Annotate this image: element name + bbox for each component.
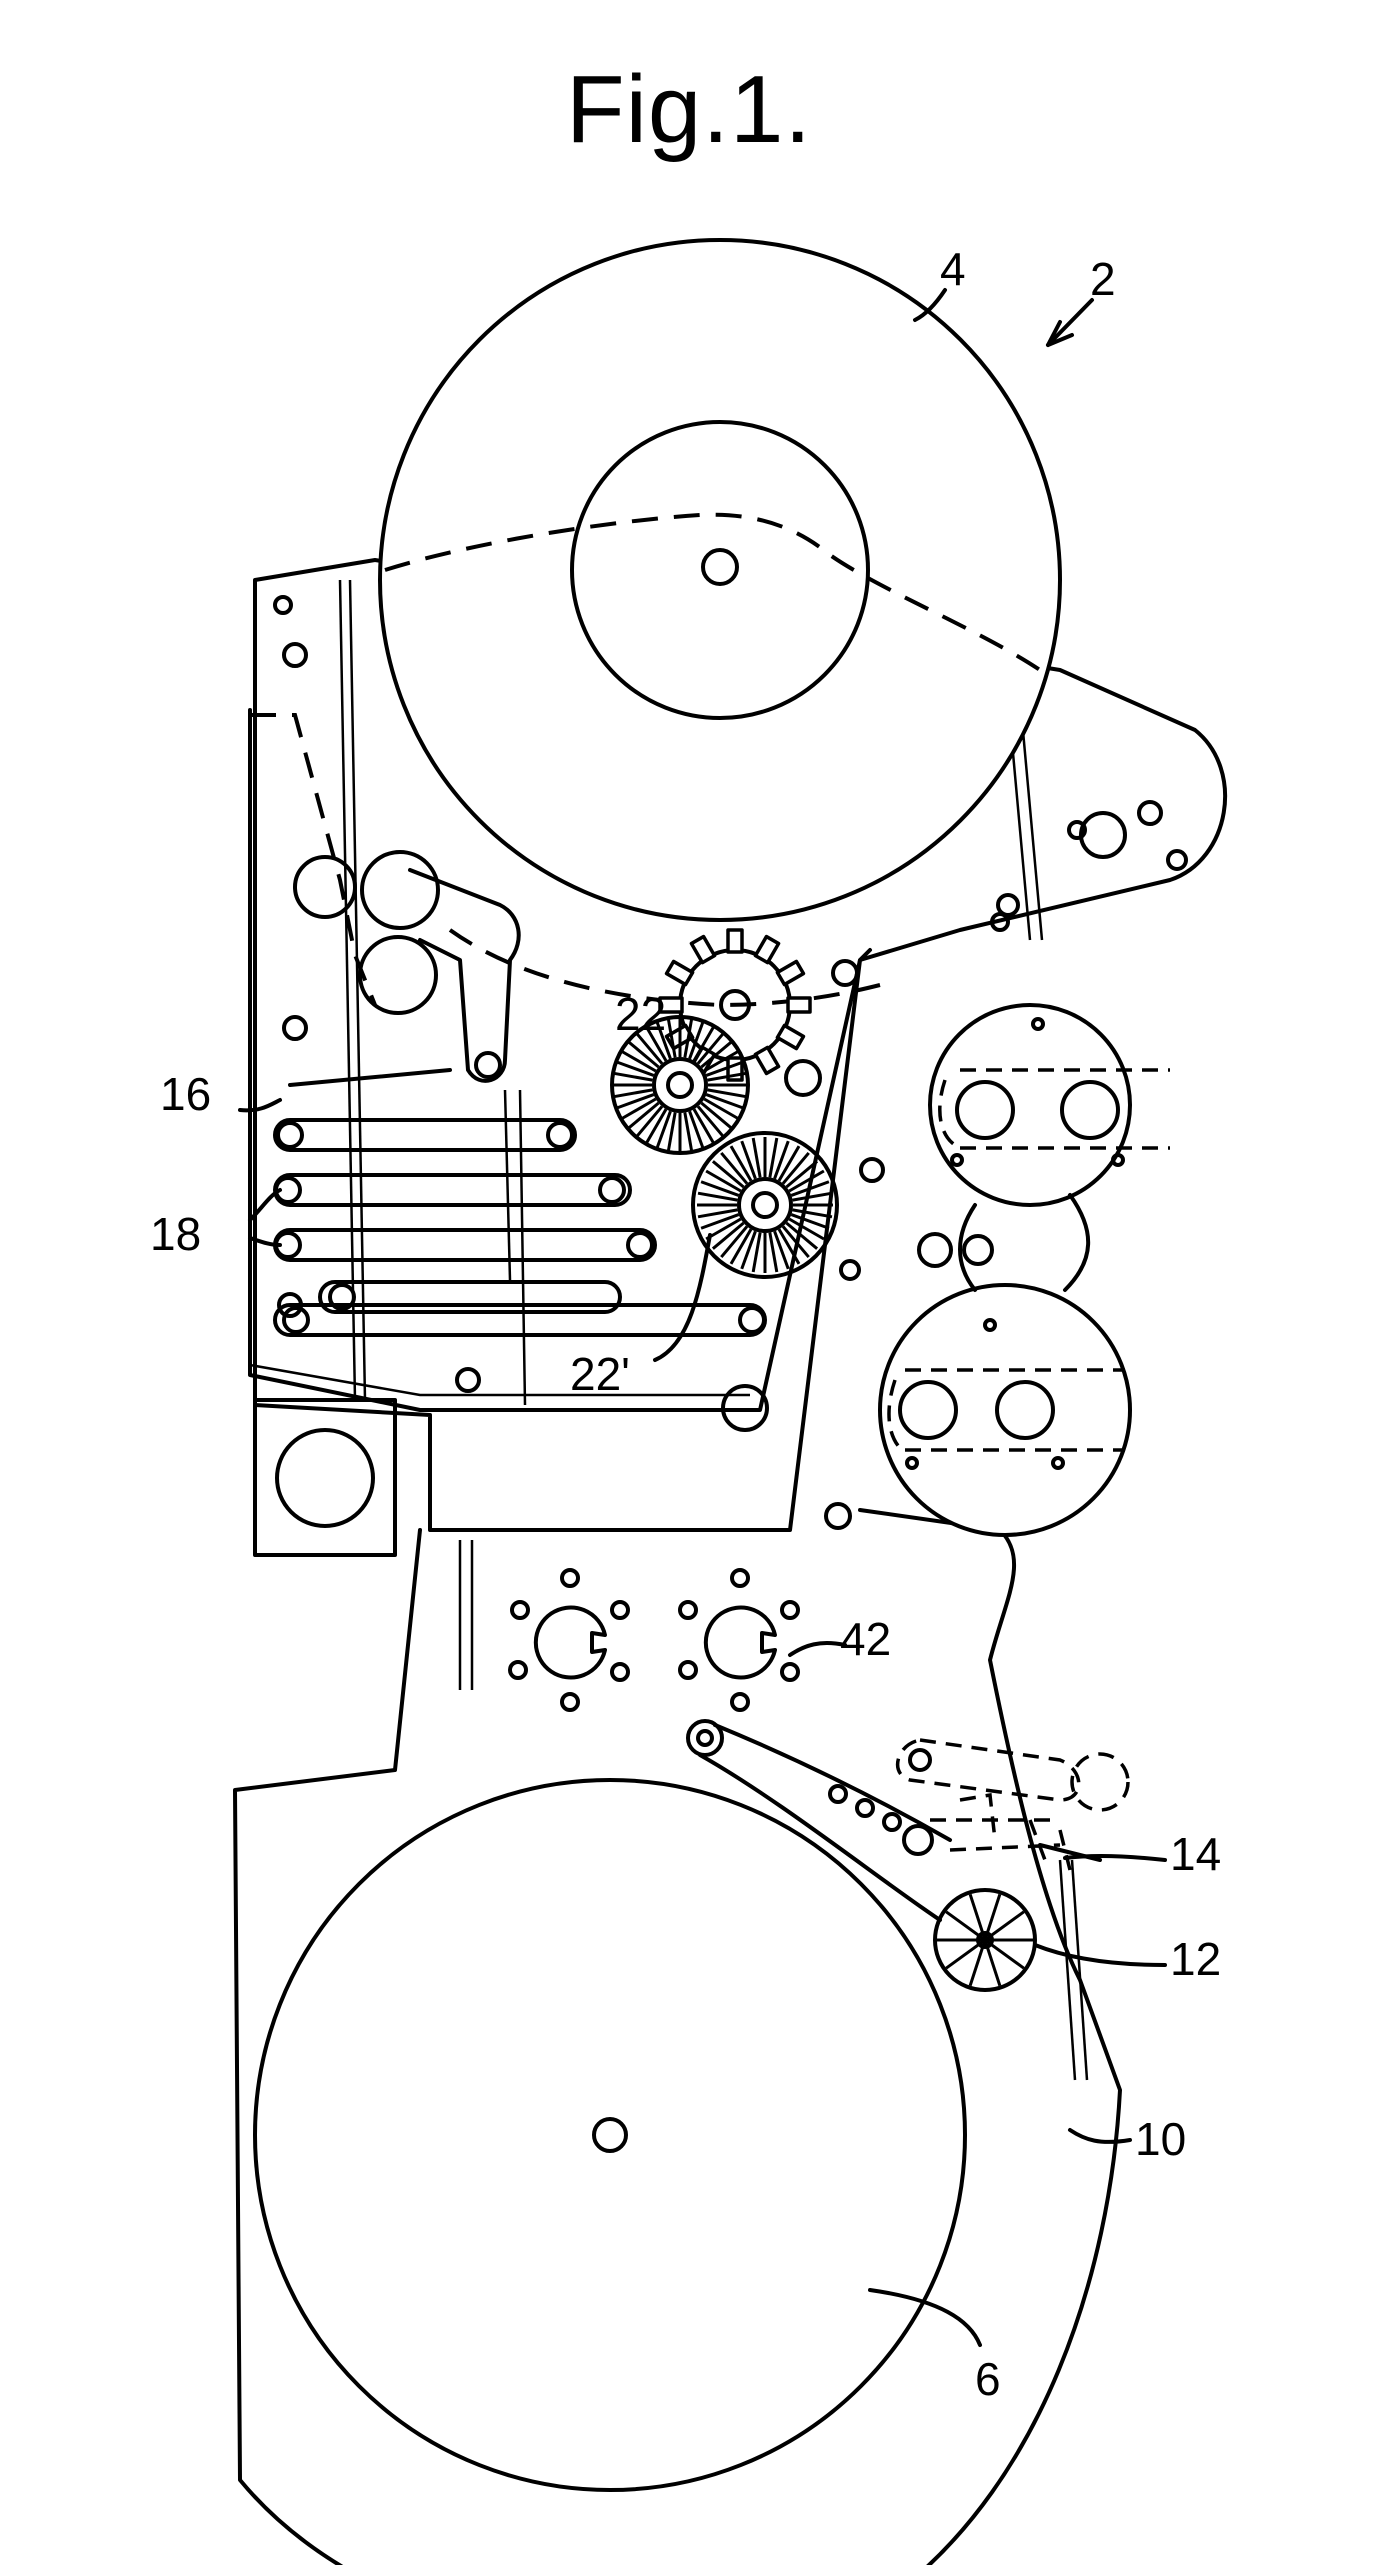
dancer-pivot — [910, 1750, 930, 1770]
cam-right — [680, 1570, 798, 1710]
label-22-prime: 22' — [570, 1348, 630, 1400]
nip-roller-upper — [362, 852, 438, 928]
cam-left — [510, 1570, 628, 1710]
label-6: 6 — [975, 2353, 1001, 2405]
upper-drum — [930, 1005, 1130, 1205]
arm-pivot-inner — [698, 1731, 712, 1745]
pivot-arm — [410, 870, 519, 1081]
label-16: 16 — [160, 1068, 211, 1120]
lower-drum — [880, 1285, 1130, 1535]
label-12: 12 — [1170, 1933, 1221, 1985]
label-10: 10 — [1135, 2113, 1186, 2165]
label-2: 2 — [1090, 253, 1116, 305]
label-14: 14 — [1170, 1828, 1221, 1880]
label-18: 18 — [150, 1208, 201, 1260]
small-box-roller — [277, 1430, 373, 1526]
drum-connector — [1065, 1195, 1088, 1290]
label-42: 42 — [840, 1613, 891, 1665]
label-4: 4 — [940, 243, 966, 295]
plate-side-line-2 — [1022, 720, 1042, 940]
nip-roller-lower — [360, 937, 436, 1013]
top-reel-outer — [380, 240, 1060, 920]
pivot-arm-pin — [476, 1053, 500, 1077]
brush-roller-12 — [935, 1890, 1035, 1990]
label-22: 22 — [615, 988, 666, 1040]
bottom-reel — [255, 1780, 965, 2490]
brush-22-prime — [693, 1133, 837, 1277]
peeler-mechanism — [930, 1795, 1070, 1870]
panel-divider — [520, 1090, 525, 1405]
right-side-line — [1060, 1860, 1075, 2080]
